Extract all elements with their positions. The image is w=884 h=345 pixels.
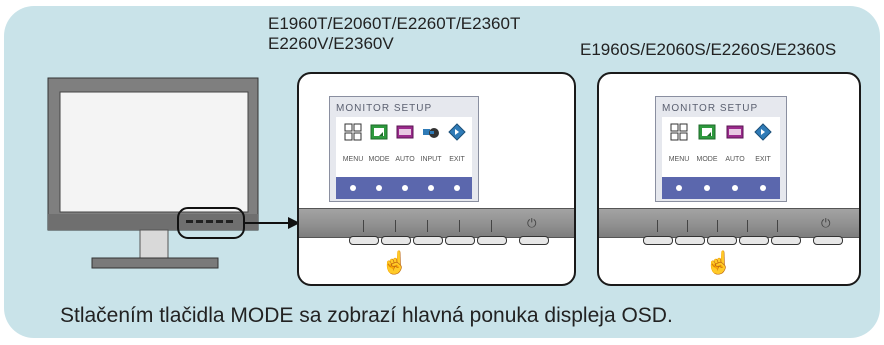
osd-menu-s: MENU MODE AUTO EXIT xyxy=(662,117,780,185)
button-tick xyxy=(657,220,658,232)
monitor-buttons xyxy=(186,220,233,223)
osd-label-mode-t: MODE xyxy=(368,156,390,163)
mode-button[interactable] xyxy=(381,236,411,245)
osd-dot xyxy=(676,185,682,191)
power-icon[interactable]: ⏻ xyxy=(821,216,831,230)
menu-button[interactable] xyxy=(349,236,379,245)
button-tick xyxy=(717,220,718,232)
osd-window-s: MONITOR SETUP MENU MODE AUTO EXIT xyxy=(655,96,787,202)
grid-icon xyxy=(670,123,688,141)
auto-button[interactable] xyxy=(413,236,443,245)
osd-label-input-t: INPUT xyxy=(420,156,442,163)
grid-icon xyxy=(344,123,362,141)
osd-dot xyxy=(760,185,766,191)
osd-label-exit-s: EXIT xyxy=(755,156,771,163)
power-button[interactable] xyxy=(519,236,549,245)
model-header-t-line1: E1960T/E2060T/E2260T/E2360T xyxy=(268,14,521,33)
input-button[interactable] xyxy=(739,236,769,245)
button-tick xyxy=(687,220,688,232)
monitor-screen xyxy=(59,91,249,213)
power-icon[interactable]: ⏻ xyxy=(527,216,537,230)
menu-button[interactable] xyxy=(643,236,673,245)
osd-dot xyxy=(376,185,382,191)
monitor-neck xyxy=(139,229,169,261)
osd-dot xyxy=(428,185,434,191)
exit-button[interactable] xyxy=(477,236,507,245)
monitor-bezel-s xyxy=(599,208,859,238)
osd-panel-s: MONITOR SETUP MENU MODE AUTO EXIT xyxy=(597,72,861,286)
button-tick xyxy=(747,220,748,232)
osd-dot xyxy=(732,185,738,191)
osd-dot xyxy=(704,185,710,191)
button-tick xyxy=(427,220,428,232)
input-button[interactable] xyxy=(445,236,475,245)
mode-icon xyxy=(370,124,388,140)
osd-label-mode-s: MODE xyxy=(696,156,718,163)
osd-label-menu-s: MENU xyxy=(668,156,690,163)
osd-label-exit-t: EXIT xyxy=(449,156,465,163)
input-icon xyxy=(423,128,439,138)
button-tick xyxy=(459,220,460,232)
button-tick xyxy=(491,220,492,232)
auto-button[interactable] xyxy=(707,236,737,245)
auto-icon xyxy=(396,125,414,139)
osd-label-menu-t: MENU xyxy=(342,156,364,163)
callout-arrow-head xyxy=(288,217,300,229)
monitor-bezel-bottom xyxy=(48,214,258,230)
osd-menu-t: MENU MODE AUTO INPUT EXIT xyxy=(336,117,472,185)
model-header-s: E1960S/E2060S/E2260S/E2360S xyxy=(580,40,836,60)
mode-icon xyxy=(698,124,716,140)
button-tick xyxy=(363,220,364,232)
model-header-s-line1: E1960S/E2060S/E2260S/E2360S xyxy=(580,40,837,59)
osd-item-mode-t[interactable]: MODE xyxy=(362,123,396,163)
auto-icon xyxy=(726,125,744,139)
osd-dot xyxy=(454,185,460,191)
finger-press-icon: ☝ xyxy=(705,250,733,275)
osd-panel-t: MONITOR SETUP MENU MODE AUTO INPUT xyxy=(297,72,576,286)
osd-title-s: MONITOR SETUP xyxy=(662,103,759,114)
power-button[interactable] xyxy=(813,236,843,245)
osd-dot xyxy=(350,185,356,191)
osd-dot xyxy=(402,185,408,191)
button-tick xyxy=(777,220,778,232)
osd-item-mode-s[interactable]: MODE xyxy=(690,123,724,163)
exit-arrow-icon xyxy=(754,123,772,141)
osd-label-auto-s: AUTO xyxy=(725,156,745,163)
model-header-t: E1960T/E2060T/E2260T/E2360T E2260V/E2360… xyxy=(268,14,520,54)
osd-item-input-t[interactable]: INPUT xyxy=(414,123,448,163)
exit-arrow-icon xyxy=(448,123,466,141)
osd-label-auto-t: AUTO xyxy=(395,156,415,163)
instruction-caption: Stlačením tlačidla MODE sa zobrazí hlavn… xyxy=(60,304,673,327)
osd-item-menu-s[interactable]: MENU xyxy=(662,123,696,163)
exit-button[interactable] xyxy=(771,236,801,245)
osd-title-t: MONITOR SETUP xyxy=(336,103,433,114)
osd-item-auto-t[interactable]: AUTO xyxy=(388,123,422,163)
monitor-bezel-t xyxy=(299,208,574,238)
osd-bar-s xyxy=(662,177,780,199)
osd-item-auto-s[interactable]: AUTO xyxy=(718,123,752,163)
osd-item-exit-t[interactable]: EXIT xyxy=(440,123,474,163)
monitor-base xyxy=(91,257,219,269)
osd-bar-t xyxy=(336,177,472,199)
button-tick xyxy=(395,220,396,232)
mode-button[interactable] xyxy=(675,236,705,245)
model-header-t-line2: E2260V/E2360V xyxy=(268,34,394,53)
osd-item-exit-s[interactable]: EXIT xyxy=(746,123,780,163)
osd-window-t: MONITOR SETUP MENU MODE AUTO INPUT xyxy=(329,96,479,202)
osd-item-menu-t[interactable]: MENU xyxy=(336,123,370,163)
finger-press-icon: ☝ xyxy=(381,250,409,275)
